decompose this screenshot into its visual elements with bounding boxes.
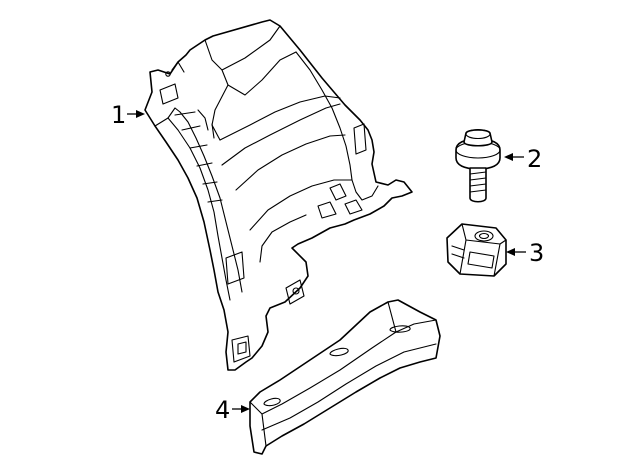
callout-4-number: 4 — [215, 396, 230, 424]
callout-2: 2 — [504, 145, 542, 173]
inner-wheelhouse-panel — [144, 19, 413, 371]
clip-nut — [446, 223, 507, 277]
rail-reinforcement — [249, 299, 441, 455]
callout-2-arrowhead — [504, 153, 513, 161]
callout-1-number: 1 — [111, 101, 126, 129]
callout-3: 3 — [506, 239, 544, 267]
callout-1: 1 — [111, 101, 145, 129]
callout-4: 4 — [215, 396, 250, 424]
callout-4-arrowhead — [241, 405, 250, 413]
callout-3-number: 3 — [529, 239, 544, 267]
bolt — [455, 128, 501, 203]
callout-1-arrowhead — [136, 110, 145, 118]
callout-2-number: 2 — [527, 145, 542, 173]
callout-3-arrowhead — [506, 248, 515, 256]
